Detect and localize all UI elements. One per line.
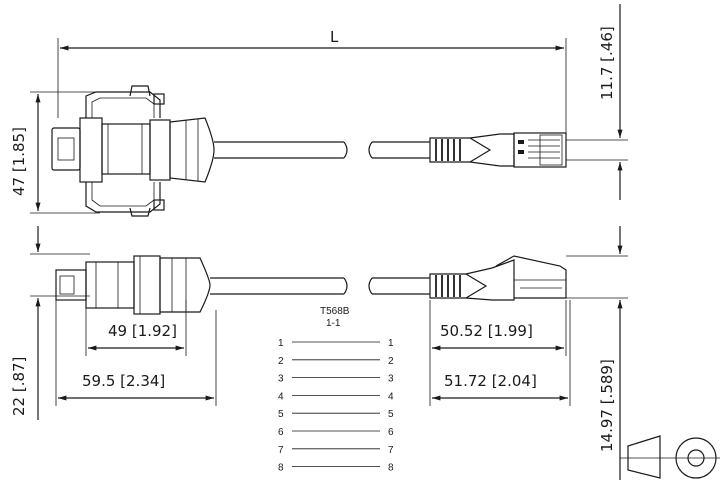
pin-right-7: 7 xyxy=(388,445,394,456)
receptacle-body-label: 49 [1.92] xyxy=(108,322,177,340)
rj45-plug-side xyxy=(429,255,567,301)
receptacle-height-label: 47 [1.85] xyxy=(10,127,28,196)
pin-right-4: 4 xyxy=(388,391,394,402)
pin-right-6: 6 xyxy=(388,427,394,438)
rj45-plug-top xyxy=(429,132,567,168)
boot-diameter-label: 14.97 [.589] xyxy=(598,359,616,452)
wiring-mapping-label: 1-1 xyxy=(326,318,341,329)
pin-left-8: 8 xyxy=(278,463,284,474)
wiring-standard-label: T568B xyxy=(320,306,350,317)
pin-left-5: 5 xyxy=(278,409,284,420)
plug-offset-label: 11.7 [.46] xyxy=(598,26,616,100)
plug-body-label: 50.52 [1.99] xyxy=(440,322,533,340)
receptacle-total-label: 59.5 [2.34] xyxy=(82,372,165,390)
pin-right-3: 3 xyxy=(388,374,394,385)
pin-right-5: 5 xyxy=(388,409,394,420)
pin-left-1: 1 xyxy=(278,338,284,349)
pin-left-6: 6 xyxy=(278,427,284,438)
receptacle-connector-side xyxy=(55,255,211,315)
pin-left-7: 7 xyxy=(278,445,284,456)
pin-left-2: 2 xyxy=(278,356,284,367)
receptacle-offset-label: 22 [.87] xyxy=(10,357,28,416)
receptacle-connector-top xyxy=(51,85,215,217)
pin-left-4: 4 xyxy=(278,391,284,402)
length-label: L xyxy=(330,28,339,46)
pin-left-3: 3 xyxy=(278,374,284,385)
top-view: L 47 [1.85] xyxy=(10,4,628,217)
projection-symbol xyxy=(620,435,720,479)
wire-rows: 1 1 2 2 3 3 4 4 5 5 6 6 7 7 8 8 xyxy=(278,338,394,474)
pin-right-1: 1 xyxy=(388,338,394,349)
wiring-diagram: T568B 1-1 1 1 2 2 3 3 4 4 5 5 6 6 7 7 8 8 xyxy=(278,306,394,474)
side-view: 22 [.87] xyxy=(10,226,628,480)
plug-total-label: 51.72 [2.04] xyxy=(444,372,537,390)
pin-right-2: 2 xyxy=(388,356,394,367)
pin-right-8: 8 xyxy=(388,463,394,474)
